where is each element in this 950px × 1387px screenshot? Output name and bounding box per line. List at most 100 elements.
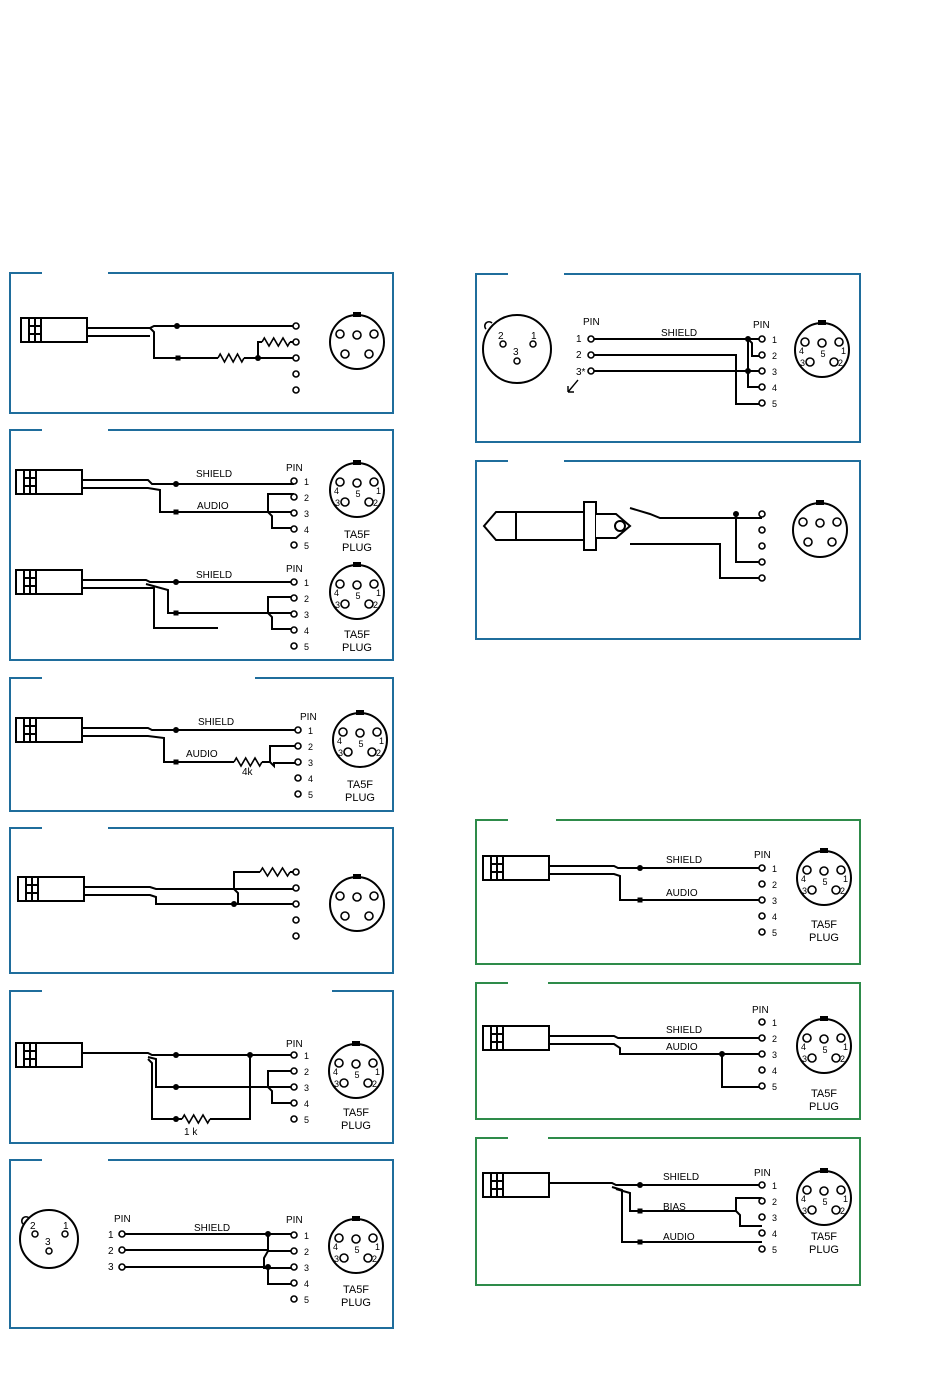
socket-number: 3: [802, 1054, 807, 1064]
pin-terminal: [290, 610, 298, 618]
ta5f-connector-icon: [794, 320, 850, 378]
pin-number: 1: [772, 864, 777, 874]
connector-socket: [819, 1034, 829, 1044]
xlr-pin-number: 3: [513, 347, 519, 358]
plug-body: [15, 1042, 83, 1068]
panels-layer: [9, 272, 861, 1329]
shield-label: SHIELD: [196, 469, 232, 480]
socket-number: 1: [843, 1042, 848, 1052]
connector-key: [820, 1016, 828, 1021]
xlr-pin-number: 1: [531, 331, 537, 342]
wire: [267, 612, 294, 630]
pin-header: PIN: [752, 1005, 769, 1016]
junction-dot: [265, 1264, 271, 1270]
wire: [147, 1058, 176, 1120]
resistor-4k-label: 4k: [242, 767, 254, 778]
diagram-panel: [9, 429, 394, 661]
audio-label: AUDIO: [666, 888, 698, 899]
wire: [269, 745, 298, 762]
pin-number: 5: [304, 642, 309, 652]
shield-label: SHIELD: [661, 328, 697, 339]
junction-dot: [173, 727, 179, 733]
pin-terminal: [758, 335, 766, 343]
xlr-shell: [19, 1209, 79, 1269]
connector-socket: [335, 329, 345, 339]
audio-label: AUDIO: [186, 749, 218, 760]
pin-terminal: [292, 916, 300, 924]
arrow-icon: [567, 379, 579, 393]
pin-terminal: [758, 526, 766, 534]
junction-dot: [745, 368, 751, 374]
panel-border: [475, 273, 861, 443]
diagram-panel: [9, 990, 394, 1144]
pin-number: 5: [772, 928, 777, 938]
pin-number: 3: [304, 610, 309, 620]
resistor-icon: [261, 336, 291, 348]
connector-socket: [352, 892, 362, 902]
phone-plug-sleeve: [515, 511, 587, 541]
pin-terminal: [290, 1231, 298, 1239]
plug-body: [482, 855, 550, 881]
pin-number: 5: [304, 541, 309, 551]
connector-socket: [334, 1058, 344, 1068]
connector-socket: [340, 599, 350, 609]
connector-socket: [836, 1185, 846, 1195]
pin-number: 3: [772, 896, 777, 906]
connector-socket: [798, 517, 808, 527]
xlr-latch: [483, 320, 493, 330]
connector-key: [820, 1168, 828, 1173]
lavalier-mic-plug-icon: [17, 876, 85, 902]
pin-terminal: [758, 542, 766, 550]
connector-socket: [817, 338, 827, 348]
ta5f-caption: TA5F: [343, 1284, 369, 1296]
socket-number: 1: [843, 874, 848, 884]
wire: [549, 873, 762, 901]
pin-number: 4: [772, 1229, 777, 1239]
pin-header: PIN: [286, 564, 303, 575]
wire: [82, 487, 294, 513]
wire: [267, 493, 294, 512]
pin-terminal: [292, 932, 300, 940]
pin-terminal: [290, 509, 298, 517]
wire: [549, 865, 762, 869]
pin-header: PIN: [300, 712, 317, 723]
ta5f-caption: TA5F: [347, 779, 373, 791]
socket-number: 5: [354, 1245, 359, 1255]
pin-number: 3: [304, 1083, 309, 1093]
xlr-connector-icon: [482, 314, 552, 384]
pin-number: 4: [772, 1066, 777, 1076]
pin-terminal: [292, 884, 300, 892]
connector-socket: [802, 1185, 812, 1195]
phone-plug-tip: [482, 511, 517, 541]
wire: [84, 871, 260, 890]
connector-socket: [364, 599, 374, 609]
junction-dot: [173, 610, 179, 616]
connector-key: [353, 562, 361, 567]
shield-label: SHIELD: [198, 717, 234, 728]
pin-terminal: [758, 1181, 766, 1189]
wire: [82, 587, 218, 629]
connector-key: [352, 1216, 360, 1221]
wire: [735, 514, 762, 563]
socket-number: 5: [822, 877, 827, 887]
pin-number: 3: [304, 509, 309, 519]
pin-number: 4: [304, 1099, 309, 1109]
connector-socket: [807, 1205, 817, 1215]
junction-dot: [719, 1051, 725, 1057]
connector-socket: [335, 477, 345, 487]
connector-socket: [369, 329, 379, 339]
wire: [630, 543, 762, 579]
pin-terminal: [587, 367, 595, 375]
connector-key: [816, 500, 824, 505]
pin-terminal: [290, 1099, 298, 1107]
junction-dot: [173, 509, 179, 515]
wire: [549, 1043, 762, 1055]
ta5f-connector-icon: [796, 1168, 852, 1226]
wire: [233, 888, 239, 904]
socket-number: 1: [843, 1194, 848, 1204]
wire: [82, 579, 294, 583]
shield-label: SHIELD: [663, 1172, 699, 1183]
wire: [267, 596, 294, 613]
quarter-inch-phone-plug-icon: [482, 501, 632, 551]
pin-terminal: [118, 1263, 126, 1271]
